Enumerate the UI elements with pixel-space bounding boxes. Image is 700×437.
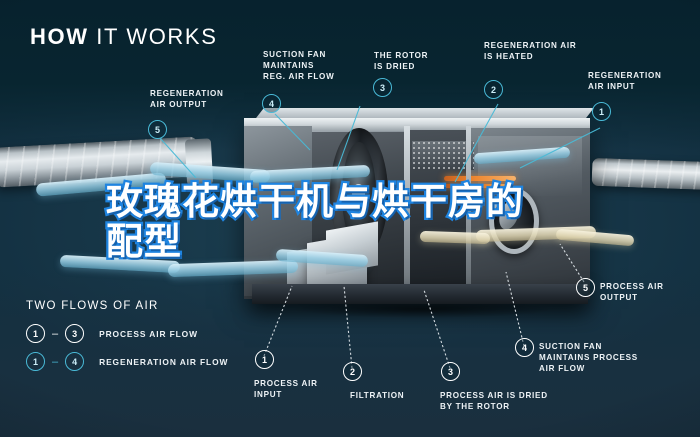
legend-marker-from-regeneration: 1: [26, 352, 45, 371]
marker-process-air-dried[interactable]: 3: [441, 362, 460, 381]
page-title-light: IT WORKS: [88, 24, 218, 49]
legend-dash-regeneration: –: [52, 355, 59, 368]
callout-regeneration-air-heated-label: REGENERATION AIR IS HEATED: [484, 41, 577, 62]
legend-dash-process: –: [52, 327, 59, 340]
marker-suction-fan-reg[interactable]: 4: [262, 94, 281, 113]
callout-suction-fan-reg-label: SUCTION FAN MAINTAINS REG. AIR FLOW: [263, 50, 335, 82]
callout-suction-fan-process-label: SUCTION FAN MAINTAINS PROCESS AIR FLOW: [539, 342, 638, 374]
legend-row-process: 1 – 3 PROCESS AIR FLOW: [26, 324, 198, 343]
marker-suction-fan-process[interactable]: 4: [515, 338, 534, 357]
legend-label-regeneration: REGENERATION AIR FLOW: [99, 356, 229, 367]
legend-marker-to-process: 3: [65, 324, 85, 343]
marker-rotor-is-dried[interactable]: 3: [373, 78, 392, 97]
callout-process-air-dried-label: PROCESS AIR IS DRIED BY THE ROTOR: [440, 391, 548, 412]
callout-regeneration-air-output-label: REGENERATION AIR OUTPUT: [150, 89, 224, 110]
callout-filtration-label: FILTRATION: [350, 391, 405, 400]
legend-row-regeneration: 1 – 4 REGENERATION AIR FLOW: [26, 352, 228, 371]
page-title-bold: HOW: [30, 24, 89, 49]
legend-marker-from-process: 1: [26, 324, 45, 343]
marker-process-air-input[interactable]: 1: [255, 350, 274, 369]
page-title: HOW IT WORKS: [30, 24, 217, 50]
callout-process-air-output-label: PROCESS AIR OUTPUT: [600, 282, 664, 303]
marker-process-air-output[interactable]: 5: [576, 278, 595, 297]
callout-rotor-is-dried-label: THE ROTOR IS DRIED: [374, 51, 429, 72]
marker-regeneration-air-output[interactable]: 5: [148, 120, 167, 139]
marker-regeneration-air-heated[interactable]: 2: [484, 80, 503, 99]
legend-title: TWO FLOWS OF AIR: [26, 300, 159, 312]
chinese-headline-overlay: 玫瑰花烘干机与烘干房的 配型: [104, 179, 526, 263]
callout-process-air-input-label: PROCESS AIR INPUT: [254, 379, 318, 400]
marker-filtration[interactable]: 2: [343, 362, 362, 381]
legend-label-process: PROCESS AIR FLOW: [99, 328, 198, 339]
callout-regeneration-air-input-label: REGENERATION AIR INPUT: [588, 71, 662, 92]
marker-regeneration-air-input[interactable]: 1: [592, 102, 611, 121]
legend-marker-to-regeneration: 4: [65, 352, 85, 371]
